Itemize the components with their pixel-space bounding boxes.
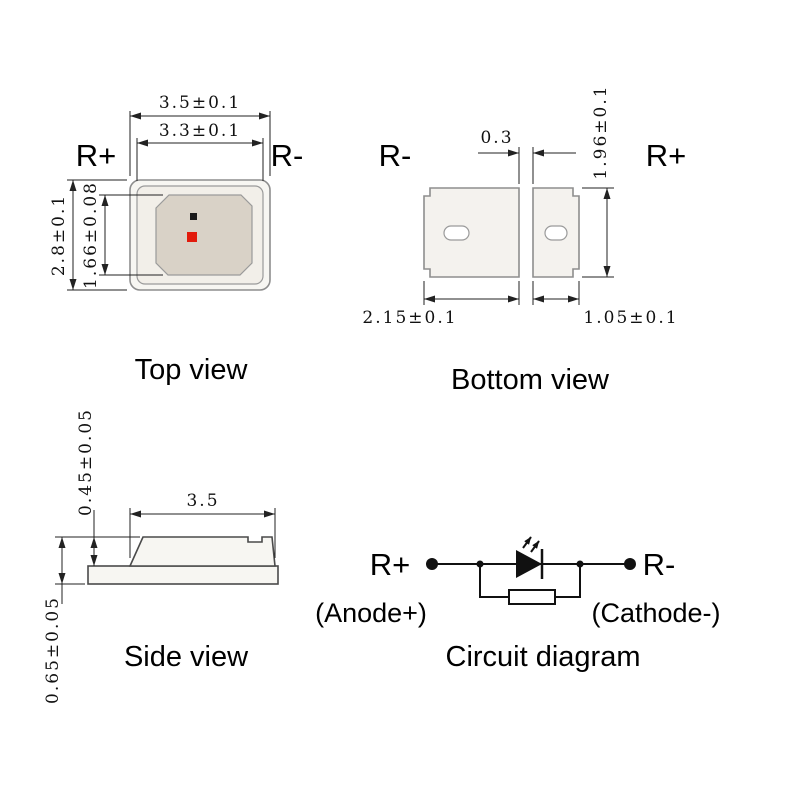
anode-pad-hole — [443, 225, 470, 241]
dim-text-right-pad-width: 1.05±0.1 — [583, 308, 678, 328]
bottom-view-caption: Bottom view — [451, 364, 610, 396]
branch-wire-right — [555, 564, 581, 598]
side-view-profile — [87, 536, 279, 585]
side-view-caption: Side view — [124, 641, 249, 673]
resistor — [508, 589, 556, 605]
bottom-view-pads — [423, 187, 580, 278]
package-body-profile — [128, 536, 276, 567]
cathode-pad-hole — [544, 225, 568, 241]
diode-triangle — [516, 550, 542, 578]
top-view-dimensions: 3.5±0.1 3.3±0.1 2.8±0.1 1.66±0.08 — [49, 93, 271, 291]
bottom-view: 0.3 1.96±0.1 2.15±0.1 1.05±0.1 R- R+ Bot… — [362, 84, 686, 396]
top-view-cathode-label: R- — [271, 138, 304, 173]
dim-text-cavity-height: 1.66±0.08 — [81, 181, 101, 289]
dim-text-total-height: 0.65±0.05 — [43, 596, 63, 704]
bottom-view-cathode-label: R- — [379, 138, 412, 173]
emission-arrow — [530, 540, 540, 553]
package-cavity — [155, 194, 253, 276]
dim-text-outer-width: 3.5±0.1 — [159, 93, 241, 113]
dim-text-side-width: 3.5 — [186, 491, 219, 511]
top-view: 3.5±0.1 3.3±0.1 2.8±0.1 1.66±0.08 R+ R- … — [49, 93, 303, 386]
anode-pad — [423, 187, 520, 278]
anode-terminal-dot — [426, 558, 438, 570]
side-view-dimensions: 3.5 0.45±0.05 0.65±0.05 — [43, 408, 276, 704]
dim-text-outer-height: 2.8±0.1 — [49, 194, 69, 276]
die-chip-black — [190, 213, 197, 220]
lead-frame-slab — [87, 565, 279, 585]
circuit-cathode-label: R- — [643, 547, 676, 582]
parallel-resistor-branch — [479, 564, 581, 605]
dim-text-upper-height: 0.45±0.05 — [76, 408, 96, 516]
top-view-anode-label: R+ — [76, 138, 117, 173]
circuit-anode-sublabel: (Anode+) — [315, 598, 427, 628]
dim-text-gap: 0.3 — [480, 128, 513, 148]
circuit-diagram: R+ R- (Anode+) (Cathode-) Circuit diagra… — [315, 536, 721, 673]
emission-arrow — [522, 536, 532, 549]
dim-text-inner-width: 3.3±0.1 — [159, 121, 241, 141]
top-view-caption: Top view — [135, 354, 249, 386]
top-view-package — [129, 179, 271, 291]
dim-text-left-pad-width: 2.15±0.1 — [362, 308, 457, 328]
bottom-view-dimensions: 0.3 1.96±0.1 2.15±0.1 1.05±0.1 — [362, 84, 678, 328]
die-chip-red — [187, 232, 197, 242]
led-symbol — [516, 536, 544, 579]
bottom-view-anode-label: R+ — [646, 138, 687, 173]
circuit-anode-label: R+ — [370, 547, 411, 582]
side-view: 3.5 0.45±0.05 0.65±0.05 Side view — [43, 408, 279, 704]
cathode-terminal-dot — [624, 558, 636, 570]
circuit-diagram-caption: Circuit diagram — [446, 641, 641, 673]
circuit-cathode-sublabel: (Cathode-) — [591, 598, 720, 628]
dim-text-pad-height: 1.96±0.1 — [591, 84, 611, 179]
branch-wire-left — [479, 564, 509, 598]
